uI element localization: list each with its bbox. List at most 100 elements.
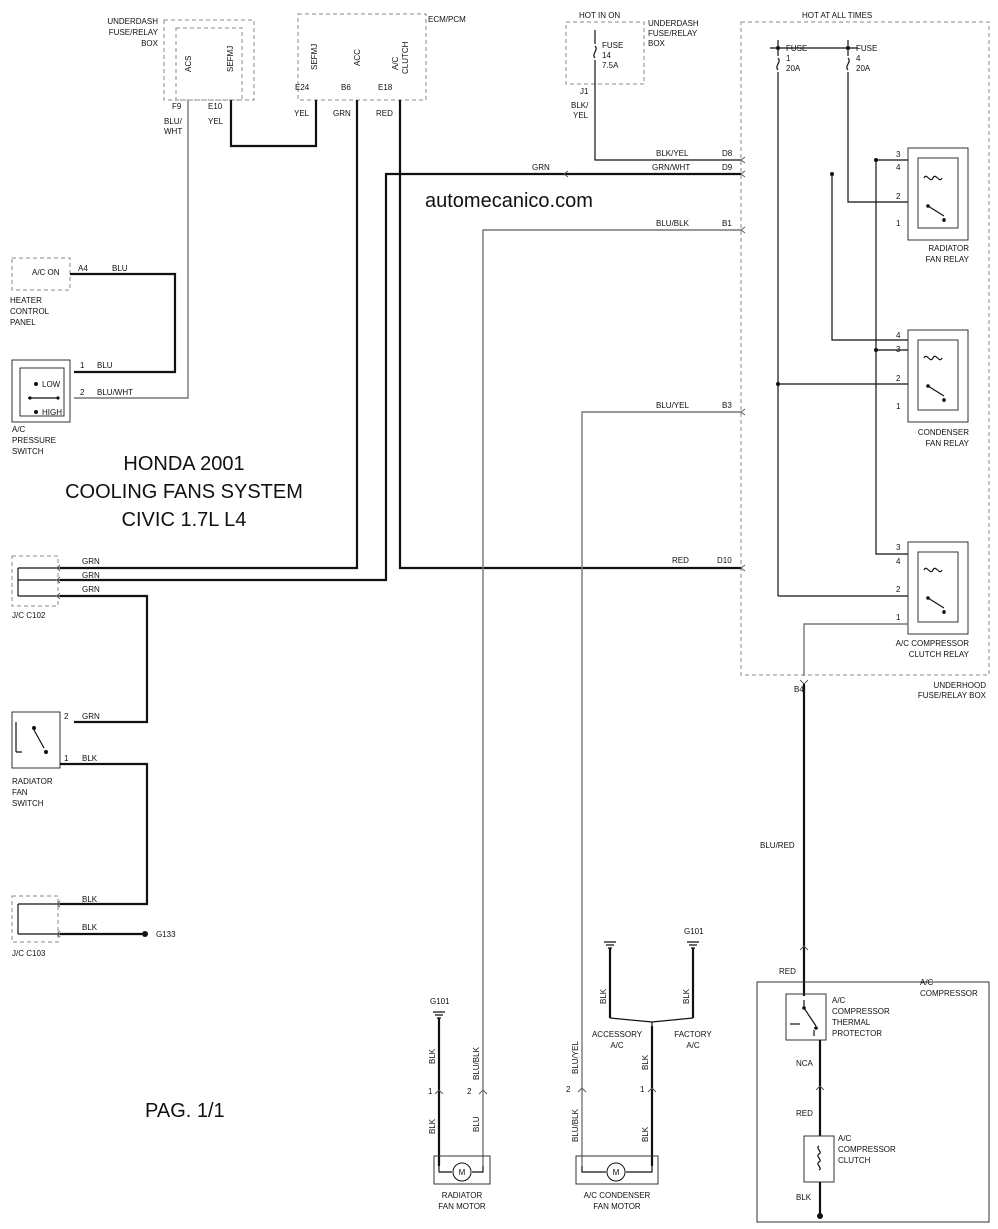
clutch-coil-icon [817,1145,821,1171]
wire-label-blu-blk-cond: BLU/BLK [571,1108,580,1142]
cond-relay-pin-1: 1 [896,402,901,411]
hot-at-all-times-label: HOT AT ALL TIMES [802,11,872,20]
wire-label-blk-rad-1: BLK [428,1048,437,1064]
wire-label-blu-wht-2: WHT [164,127,182,136]
cond-motor-label-2: FAN MOTOR [593,1202,641,1211]
wire-label-yel-left: YEL [208,117,224,126]
fan-switch-label-2: FAN [12,788,28,797]
compressor-label-2: COMPRESSOR [920,989,978,998]
wire-blu-yel [581,411,741,1166]
wire-label-blu-blk: BLU/BLK [656,219,690,228]
radiator-relay-label-1: RADIATOR [928,244,969,253]
underdash-right-label-2: FUSE/RELAY [648,29,698,38]
title-line-3: CIVIC 1.7L L4 [122,509,247,531]
pressure-label-2: PRESSURE [12,436,56,445]
wire-label-blu-pressure: BLU [97,361,113,370]
wire-yel [229,100,318,148]
conn-e24: E24 [295,83,310,92]
factory-label-1: FACTORY [674,1030,712,1039]
clutch-relay-pin-4: 4 [896,557,901,566]
conn-d10: D10 [717,556,732,565]
rad-relay-pin-4: 4 [896,163,901,172]
clutch-label-2: COMPRESSOR [838,1145,896,1154]
wire-label-red-comp: RED [779,967,796,976]
heater-label-1: HEATER [10,296,42,305]
jc-c102-label: J/C C102 [12,611,46,620]
radiator-relay-label-2: FAN RELAY [926,255,970,264]
wire-blu-wht [74,100,189,399]
wire-label-nca: NCA [796,1059,814,1068]
fuse-1-label-3: 20A [786,64,801,73]
factory-label-2: A/C [686,1041,700,1050]
rad-relay-pin-2: 2 [896,192,901,201]
wire-label-blk-accessory: BLK [599,988,608,1004]
ecm-pcm-box: ECM/PCM SEFMJ ACC A/C CLUTCH E24 B6 E18 … [294,13,466,118]
underdash-left-label-3: BOX [141,39,159,48]
wire-label-blk-c103-2: BLK [82,923,98,932]
pressure-label-1: A/C [12,425,26,434]
jc-c103: G133 BLK BLK J/C C103 [11,895,176,958]
wire-label-blu-red: BLU/RED [760,841,795,850]
fan-switch-pin-2: 2 [64,712,69,721]
wire-label-grn-c102-1: GRN [82,557,100,566]
title-line-1: HONDA 2001 [123,453,244,475]
accessory-label-1: ACCESSORY [592,1030,643,1039]
ac-pressure-switch: LOW HIGH 1 BLU 2 BLU/WHT A/C PRESSURE SW… [11,359,133,456]
wire-label-blu-yel-cond: BLU/YEL [571,1041,580,1074]
wire-label-blk-yel-a2: YEL [573,111,589,120]
wire-label-blu-rad: BLU [472,1116,481,1132]
pressure-low-label: LOW [42,380,61,389]
cond-relay-pin-2: 2 [896,374,901,383]
conn-g101-a: G101 [430,997,450,1006]
wire-label-blk-cond-1: BLK [641,1054,650,1070]
title-line-2: COOLING FANS SYSTEM [65,481,303,503]
pin-ac-on: A/C ON [32,268,60,277]
wire-label-blk-fan-switch: BLK [82,754,98,763]
wire-label-grn-wht: GRN/WHT [652,163,690,172]
wire-label-blu-blk-rad: BLU/BLK [472,1046,481,1080]
pressure-pin-1: 1 [80,361,85,370]
pressure-label-3: SWITCH [12,447,44,456]
rad-motor-label-1: RADIATOR [442,1191,483,1200]
clutch-relay-switch [927,597,945,614]
clutch-relay-coil [923,567,943,573]
rad-motor-pin-1: 1 [428,1087,433,1096]
thermal-label-1: A/C [832,996,846,1005]
fan-switch-label-3: SWITCH [12,799,44,808]
cond-motor-pin-1: 1 [640,1085,645,1094]
condenser-relay-switch [927,385,945,402]
wire-label-grn-fan-switch: GRN [82,712,100,721]
ecm-label: ECM/PCM [428,15,466,24]
rad-relay-pin-3: 3 [896,150,901,159]
pin-acc-label: ACC [353,49,362,66]
radiator-fan-motor: G101 BLK BLK BLU/BLK BLU 1 2 M RADIATOR … [428,997,491,1211]
conn-e10: E10 [208,102,223,111]
thermal-label-4: PROTECTOR [832,1029,882,1038]
underdash-fuse-box-left: UNDERDASH FUSE/RELAY BOX ACS SEFMJ F9 E1… [107,17,255,136]
underdash-left-label-1: UNDERDASH [107,17,158,26]
clutch-relay-pin-3: 3 [896,543,901,552]
fuse-4-label-1: FUSE [856,44,877,53]
wire-label-blk-yel-a1: BLK/ [571,101,589,110]
pressure-pin-2: 2 [80,388,85,397]
wire-label-blk-factory: BLK [682,988,691,1004]
conn-a4: A4 [78,264,88,273]
radiator-fan-switch: 2 GRN 1 BLK RADIATOR FAN SWITCH [11,711,149,906]
cond-relay-pin-4: 4 [896,331,901,340]
left-wiring: GRN BLK/YEL GRN/WHT BLU/BLK BLU/YEL RED … [60,84,746,1166]
wire-label-blu-a4: BLU [112,264,128,273]
thermal-label-3: THERMAL [832,1018,871,1027]
underdash-right-label-3: BOX [648,39,666,48]
conn-b6: B6 [341,83,351,92]
rad-relay-pin-1: 1 [896,219,901,228]
pin-sefmj-left-label: SEFMJ [226,46,235,72]
fuse-1-symbol [776,40,780,596]
cond-motor-label-1: A/C CONDENSER [584,1191,651,1200]
ground-g101-a-icon [433,1011,445,1019]
ground-g133-icon [142,931,148,937]
page-label: PAG. 1/1 [145,1100,225,1122]
watermark: automecanico.com [425,190,593,212]
clutch-relay-pin-2: 2 [896,585,901,594]
